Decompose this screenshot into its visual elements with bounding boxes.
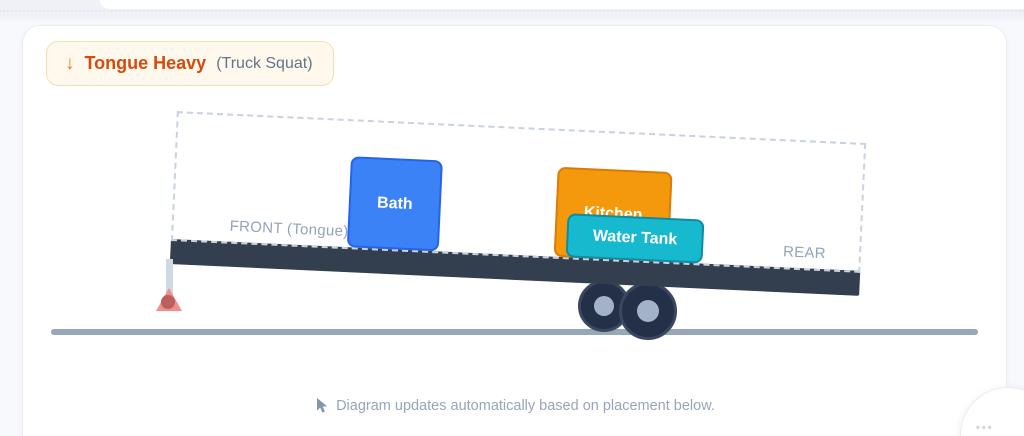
cargo-box-bath: Bath [346,156,443,252]
diagram-caption: Diagram updates automatically based on p… [23,398,1008,414]
ground-line [51,329,978,335]
down-arrow-icon: ↓ [65,53,75,74]
ellipsis-icon: ••• [976,422,994,434]
diagram-caption-text: Diagram updates automatically based on p… [336,398,715,414]
trailer-group: FRONT (Tongue) REAR Bath Kitchen Water T… [169,111,867,296]
top-dotted-separator [0,10,1024,12]
status-badge-sublabel: (Truck Squat) [216,54,313,72]
tongue-jack-post [166,259,173,295]
previous-card-edge [100,0,1024,9]
cargo-box-label: Water Tank [592,227,678,249]
wheel-hub [637,300,659,322]
hitch-ball-icon [161,295,175,309]
cargo-box-water-tank: Water Tank [565,213,705,264]
cargo-box-label: Bath [376,194,414,213]
rear-zone-label: REAR [782,243,827,263]
wheel-hub [594,296,614,316]
status-badge-label: Tongue Heavy [84,53,207,73]
cursor-icon [317,398,328,413]
status-badge: ↓ Tongue Heavy (Truck Squat) [46,41,334,86]
trailer-wheel-right [619,282,677,340]
balance-diagram-card: ↓ Tongue Heavy (Truck Squat) FRONT (Tong… [22,25,1007,436]
